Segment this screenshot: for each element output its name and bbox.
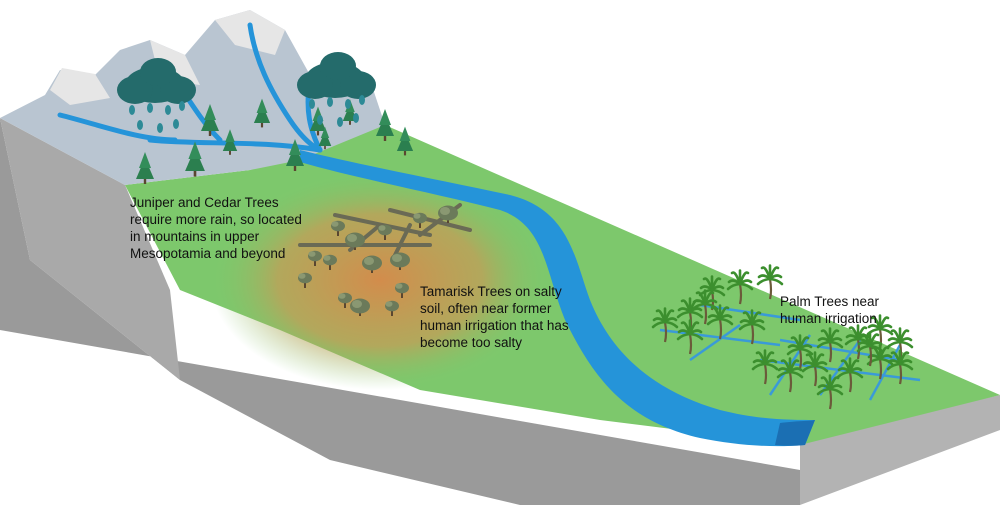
tamarisk-tree-icon bbox=[395, 282, 409, 298]
palm-tree-icon bbox=[786, 334, 814, 370]
palm-tree-icon bbox=[706, 304, 734, 340]
rain-cloud-right bbox=[297, 52, 376, 127]
tamarisk-tree-icon bbox=[438, 205, 458, 223]
tamarisk-tree-icon bbox=[378, 224, 392, 240]
palm-tree-icon bbox=[816, 374, 844, 410]
rain-cloud-left bbox=[117, 58, 196, 133]
tamarisk-tree-icon bbox=[331, 220, 345, 236]
label-line: Tamarisk Trees on salty bbox=[420, 284, 562, 299]
label-tamarisk: Tamarisk Trees on salty soil, often near… bbox=[420, 283, 569, 351]
land-front-face bbox=[0, 118, 800, 505]
tamarisk-tree-icon bbox=[413, 212, 427, 228]
tamarisk-tree-icon bbox=[298, 272, 312, 288]
label-line: human irrigation that has bbox=[420, 318, 569, 333]
label-palm: Palm Trees near human irrigation bbox=[780, 293, 879, 327]
river-mouth bbox=[775, 420, 815, 446]
palm-tree-icon bbox=[751, 349, 779, 385]
palm-trees bbox=[651, 264, 914, 410]
palm-tree-icon bbox=[836, 357, 864, 393]
cedar-tree-icon bbox=[201, 104, 219, 136]
tamarisk-tree-icon bbox=[385, 300, 399, 316]
label-line: become too salty bbox=[420, 335, 523, 350]
cedar-tree-icon bbox=[396, 126, 414, 156]
rain-drops-right bbox=[309, 95, 365, 127]
cedar-tree-icon bbox=[185, 141, 205, 177]
tamarisk-tree-icon bbox=[338, 292, 352, 308]
label-line: human irrigation bbox=[780, 311, 877, 326]
palm-tree-icon bbox=[726, 269, 754, 305]
label-line: Palm Trees near bbox=[780, 294, 880, 309]
rain-drops-left bbox=[129, 101, 185, 133]
label-line: in mountains in upper bbox=[130, 229, 260, 244]
cedar-tree-icon bbox=[318, 126, 332, 150]
palm-tree-icon bbox=[738, 309, 766, 345]
label-line: Juniper and Cedar Trees bbox=[130, 195, 279, 210]
tamarisk-tree-icon bbox=[350, 298, 370, 316]
palm-tree-icon bbox=[776, 357, 804, 393]
palm-tree-icon bbox=[756, 264, 784, 300]
cedar-tree-icon bbox=[376, 109, 394, 141]
old-canals bbox=[298, 203, 472, 257]
label-line: soil, often near former bbox=[420, 301, 552, 316]
palm-tree-icon bbox=[676, 319, 704, 355]
palm-tree-icon bbox=[816, 327, 844, 363]
label-juniper-cedar: Juniper and Cedar Trees require more rai… bbox=[130, 194, 302, 262]
cedar-tree-icon bbox=[222, 129, 238, 155]
label-line: require more rain, so located bbox=[130, 212, 302, 227]
palm-tree-icon bbox=[856, 331, 884, 367]
tamarisk-trees bbox=[298, 205, 458, 316]
tamarisk-tree-icon bbox=[345, 232, 365, 250]
cedar-tree-icon bbox=[286, 139, 304, 171]
tamarisk-tree-icon bbox=[323, 254, 337, 270]
main-river bbox=[300, 150, 815, 447]
label-line: Mesopotamia and beyond bbox=[130, 246, 286, 261]
land-left-face bbox=[0, 118, 180, 380]
tamarisk-tree-icon bbox=[362, 255, 382, 273]
palm-tree-icon bbox=[886, 349, 914, 385]
palm-tree-icon bbox=[801, 351, 829, 387]
land-right-face bbox=[800, 395, 1000, 505]
palm-tree-icon bbox=[691, 289, 719, 325]
tamarisk-tree-icon bbox=[390, 252, 410, 270]
cedar-tree-icon bbox=[136, 152, 154, 184]
cedar-tree-icon bbox=[253, 98, 271, 128]
tamarisk-tree-icon bbox=[308, 250, 322, 266]
salty-soil-patch bbox=[210, 170, 550, 390]
palm-tree-icon bbox=[651, 307, 679, 343]
